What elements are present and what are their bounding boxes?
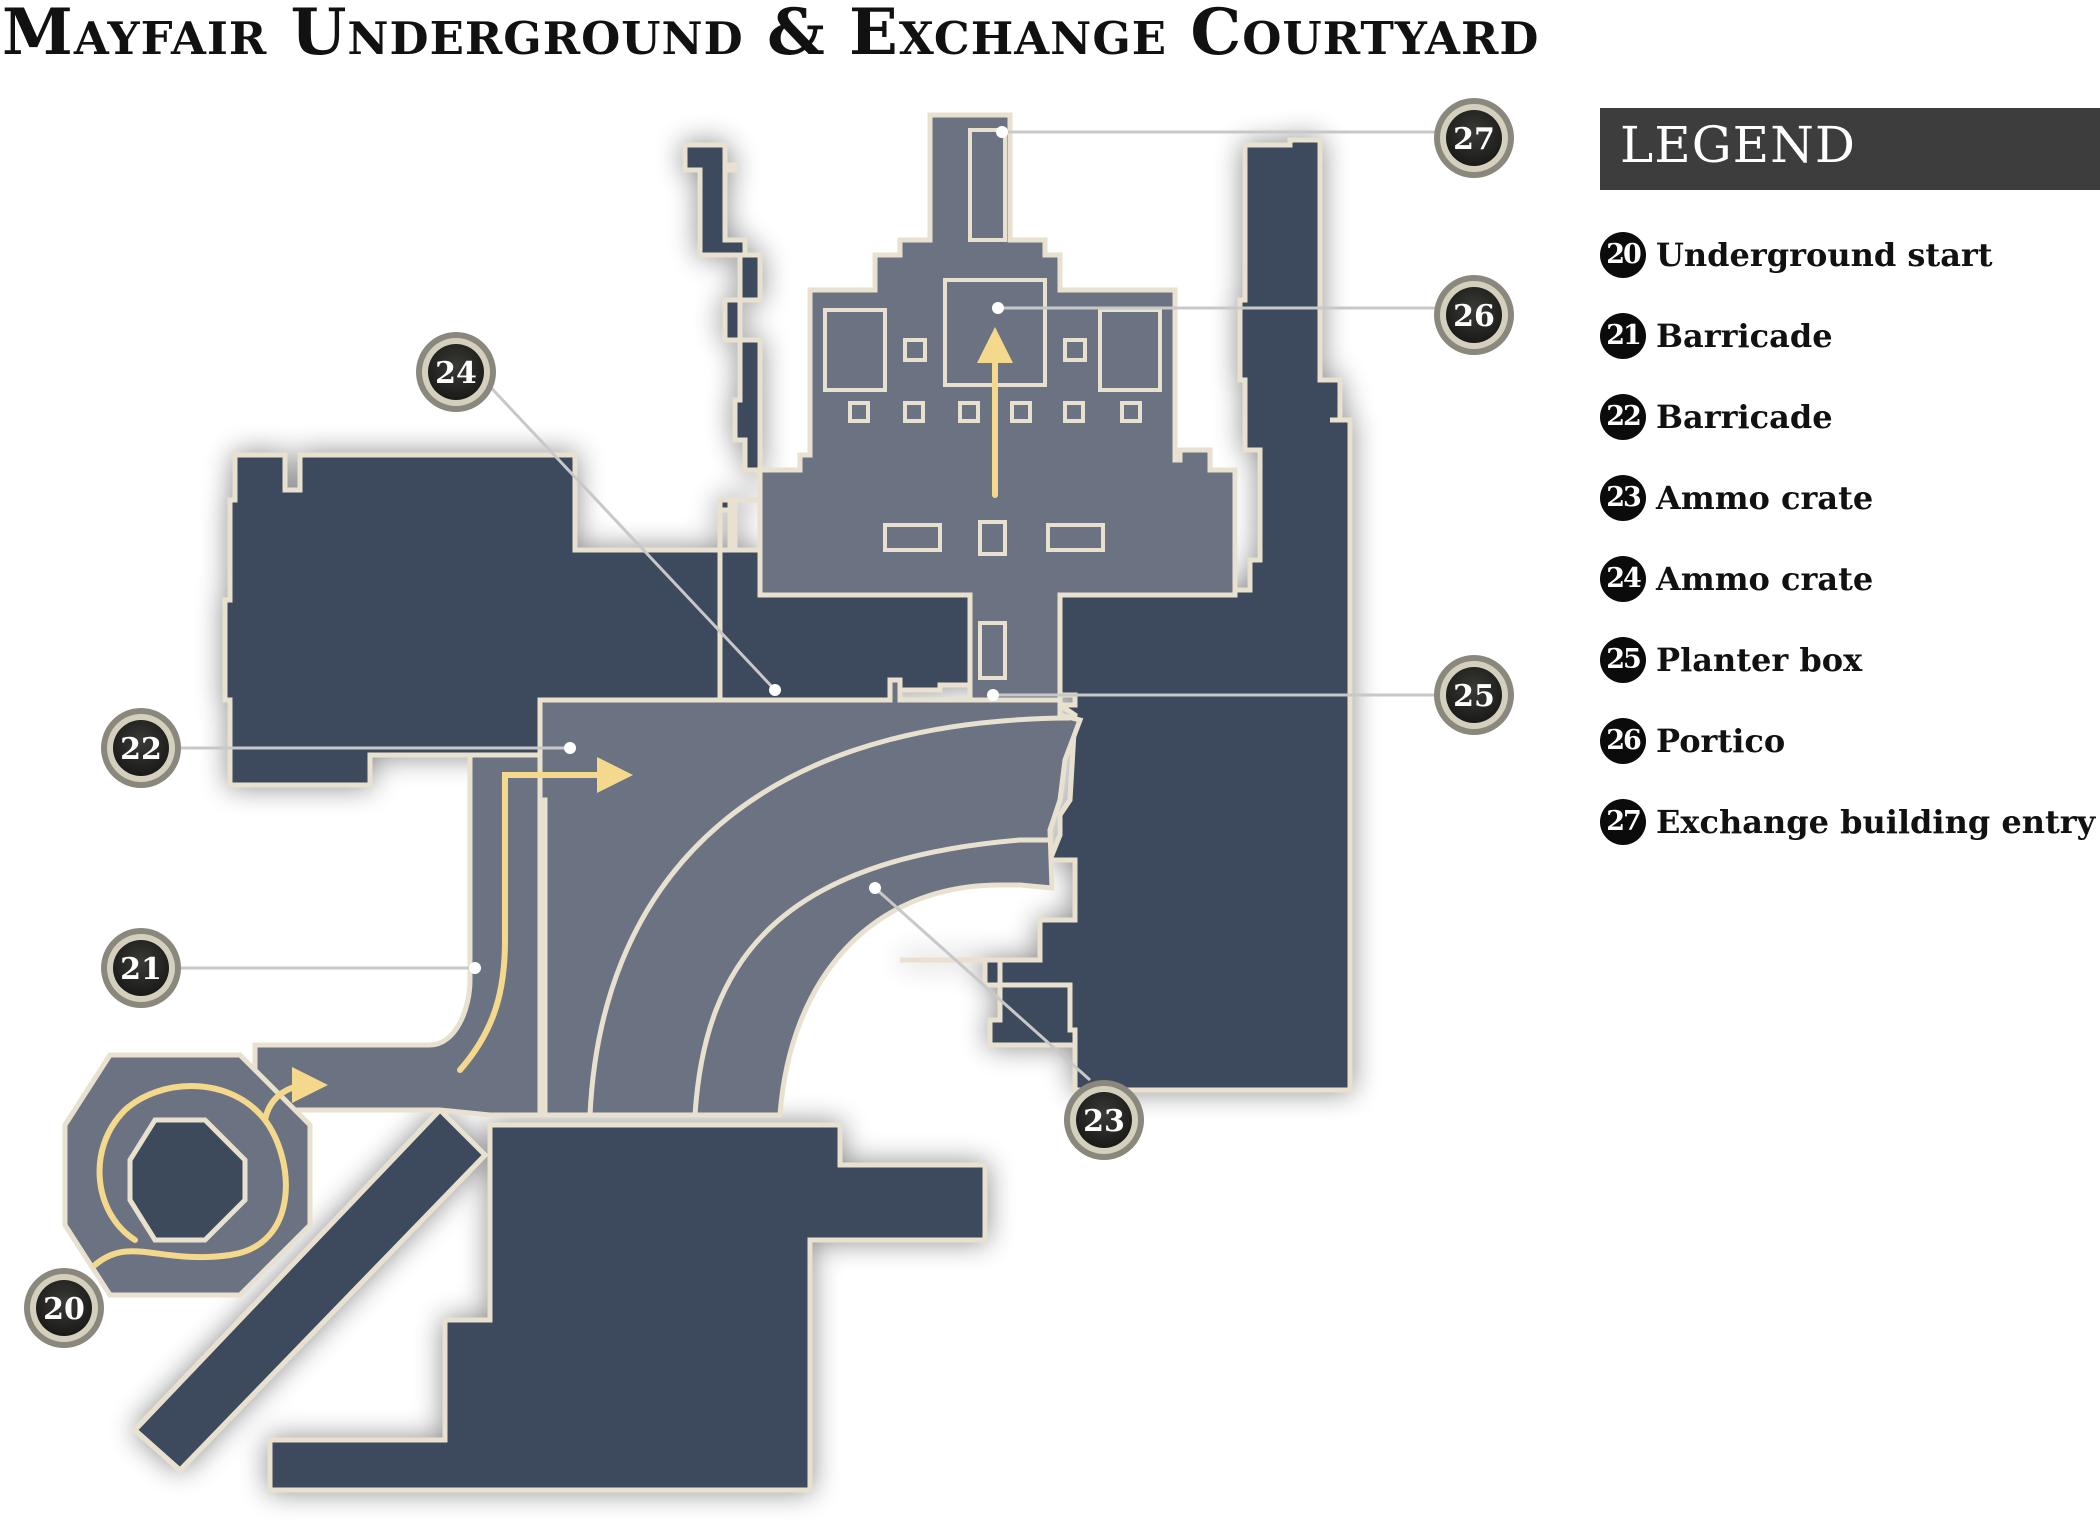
curved-street-inner [692, 837, 1050, 1116]
legend-item: 22 Barricade [1600, 394, 2100, 475]
marker-26[interactable]: 26 [1434, 275, 1514, 355]
legend-item-label: Barricade [1656, 398, 1833, 436]
map-title: Mayfair Underground & Exchange Courtyard [2, 0, 1540, 70]
building-diagonal [131, 1106, 489, 1474]
marker-26-label: 26 [1453, 299, 1495, 334]
building-south [267, 1122, 988, 1493]
marker-27[interactable]: 27 [1434, 98, 1514, 178]
legend-number-badge: 26 [1600, 718, 1646, 764]
legend-item: 25 Planter box [1600, 637, 2100, 718]
marker-23[interactable]: 23 [1064, 1080, 1144, 1160]
building-east-lower [900, 957, 1078, 1048]
marker-22[interactable]: 22 [101, 708, 181, 788]
marker-20-label: 20 [43, 1292, 85, 1327]
marker-24[interactable]: 24 [416, 332, 496, 412]
route-corridor-north [457, 757, 633, 1073]
marker-27-label: 27 [1453, 122, 1495, 157]
octagon-inner [127, 1117, 248, 1243]
route-to-corridor [262, 1067, 328, 1123]
legend-list: 20 Underground start 21 Barricade 22 Bar… [1600, 232, 2100, 880]
legend-item-label: Underground start [1656, 236, 1993, 274]
legend-item-label: Ammo crate [1656, 560, 1874, 598]
legend-number-badge: 24 [1600, 556, 1646, 602]
legend-header: LEGEND [1600, 108, 2100, 190]
legend-item-label: Exchange building entry door [1656, 803, 2100, 841]
legend-item-label: Ammo crate [1656, 479, 1874, 517]
curved-street-outer [587, 715, 1071, 1116]
legend-title: LEGEND [1620, 116, 1856, 174]
legend-number-badge: 25 [1600, 637, 1646, 683]
marker-25[interactable]: 25 [1434, 655, 1514, 735]
legend-item-label: Portico [1656, 722, 1786, 760]
legend-item-label: Barricade [1656, 317, 1833, 355]
legend-item: 21 Barricade [1600, 313, 2100, 394]
legend-number-badge: 27 [1600, 799, 1646, 845]
marker-24-label: 24 [435, 356, 477, 391]
leader-dots [469, 126, 1008, 974]
legend-number-badge: 21 [1600, 313, 1646, 359]
marker-20[interactable]: 20 [24, 1268, 104, 1348]
legend-item: 20 Underground start [1600, 232, 2100, 313]
legend-item: 26 Portico [1600, 718, 2100, 799]
south-corridor [252, 752, 543, 1118]
legend-number-badge: 20 [1600, 232, 1646, 278]
legend-panel: LEGEND 20 Underground start 21 Barricade… [1600, 108, 2100, 880]
marker-25-label: 25 [1453, 679, 1495, 714]
courtyard-details [823, 128, 1162, 680]
legend-item: 24 Ammo crate [1600, 556, 2100, 637]
legend-item: 27 Exchange building entry door [1600, 799, 2100, 880]
legend-number-badge: 23 [1600, 475, 1646, 521]
route-lines [92, 327, 1013, 1268]
marker-21[interactable]: 21 [101, 928, 181, 1008]
marker-23-label: 23 [1083, 1104, 1125, 1139]
map-markers: 20 21 22 23 24 25 26 [24, 98, 1514, 1348]
marker-22-label: 22 [120, 732, 162, 767]
legend-item-label: Planter box [1656, 641, 1863, 679]
legend-item: 23 Ammo crate [1600, 475, 2100, 556]
leader-lines [175, 130, 1450, 1082]
legend-number-badge: 22 [1600, 394, 1646, 440]
marker-21-label: 21 [120, 952, 162, 987]
